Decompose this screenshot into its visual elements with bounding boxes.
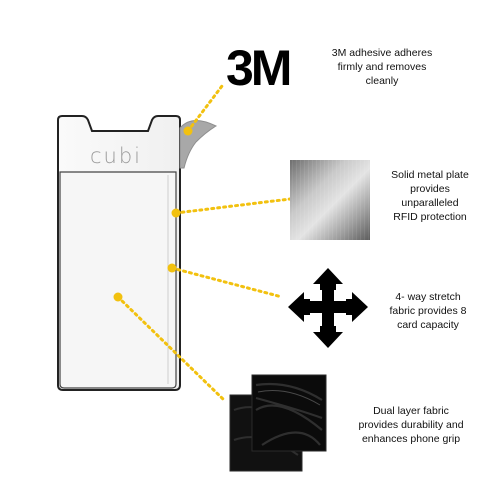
fabric-fold [255, 382, 323, 446]
metal-swatch-texture [290, 160, 370, 240]
callout-metal-plate [171, 197, 292, 218]
callout-line [174, 197, 292, 215]
callout-dot [183, 126, 193, 136]
sleeve-pocket [59, 171, 177, 389]
fabric-swatch-front [251, 374, 327, 452]
callout-dot [167, 263, 177, 273]
3m-logo-icon: 3M [226, 40, 292, 96]
callout-adhesive [183, 84, 224, 136]
caption-metal-plate: Solid metal plate provides unparalleled … [391, 169, 469, 223]
caption-fabric: Dual layer fabric provides durability an… [358, 405, 464, 445]
arrow-up [313, 268, 343, 290]
cubi-logo-text: cubi [90, 144, 143, 168]
arrow-right [346, 292, 368, 322]
callout-dot [113, 292, 123, 302]
fabric-swatch-icon [229, 374, 327, 472]
callout-dot [171, 208, 181, 218]
wallet-sleeve [57, 115, 218, 391]
callout-line [186, 84, 224, 133]
arrow-horizontal-bar [303, 301, 353, 313]
caption-adhesive: 3M adhesive adheres firmly and removes c… [331, 47, 433, 87]
fabric-highlight [257, 390, 321, 406]
callout-stretch [167, 263, 284, 299]
caption-stretch: 4- way stretch fabric provides 8 card ca… [389, 291, 467, 331]
arrow-down [313, 326, 343, 348]
arrow-left [288, 292, 310, 322]
callout-fabric [113, 292, 226, 402]
brushed-metal-swatch-icon [290, 160, 370, 240]
callout-line [116, 295, 226, 402]
four-way-arrows-icon [288, 268, 368, 348]
callout-line [170, 266, 284, 299]
